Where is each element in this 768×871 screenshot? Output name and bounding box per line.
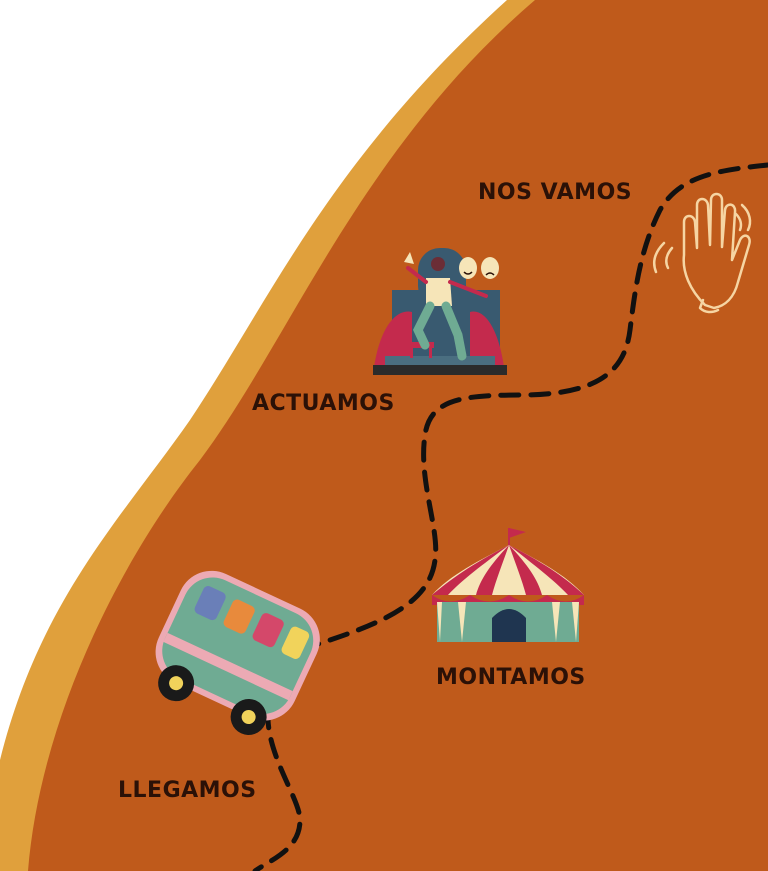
stop-label-actuamos: ACTUAMOS xyxy=(252,391,395,416)
stop-label-llegamos: LLEGAMOS xyxy=(118,778,257,803)
stop-label-nos-vamos: NOS VAMOS xyxy=(478,180,632,205)
stop-label-montamos: MONTAMOS xyxy=(436,665,586,690)
